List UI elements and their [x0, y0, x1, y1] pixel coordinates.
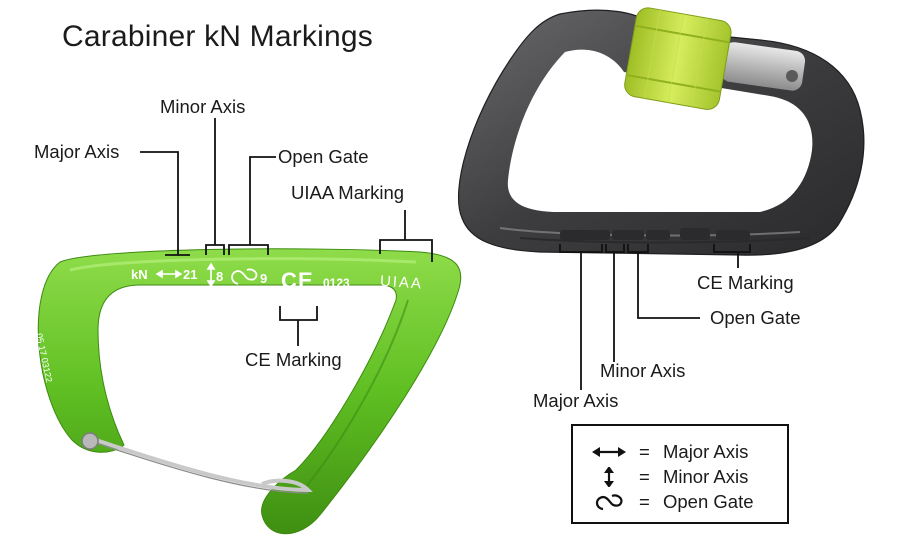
green-carabiner-highlight: [69, 257, 417, 272]
engraving-uiaa: UIAA: [379, 273, 423, 293]
legend-box: = Major Axis = Minor Axis = Open Gate: [571, 424, 789, 524]
gate-steel-tip: [720, 42, 806, 91]
callout-minor-axis-right: Minor Axis: [600, 360, 686, 381]
callout-open-gate-right: Open Gate: [710, 307, 801, 328]
engraving-ce-number: 0123: [323, 276, 350, 290]
uiaa-leader: [379, 239, 433, 262]
wire-gate: [95, 438, 313, 493]
open-gate-leader-left: [249, 156, 276, 245]
legend-equals: =: [639, 491, 650, 512]
green-carabiner-groove: [301, 299, 409, 493]
engraving-ce-mark: C: [281, 268, 297, 293]
engraving-minor-arrow-icon: [206, 262, 216, 288]
green-engraving: kN 21 8 9 C E 0123 UIAA 0: [34, 262, 424, 383]
engraving-major-value: 21: [183, 267, 197, 282]
dark-carabiner-groove: [519, 237, 811, 244]
minor-axis-leader-right: [605, 244, 625, 253]
callout-major-axis-left: Major Axis: [34, 141, 120, 162]
open-gate-icon: [595, 494, 623, 511]
double-arrow-vertical-icon: [604, 467, 614, 487]
page-title: Carabiner kN Markings: [62, 20, 373, 53]
dark-engraving: [560, 228, 750, 240]
callout-minor-axis-left: Minor Axis: [160, 96, 246, 117]
legend-equals: =: [639, 441, 650, 462]
legend-row-major: = Major Axis: [573, 440, 787, 464]
green-carabiner: kN 21 8 9 C E 0123 UIAA 0: [34, 118, 462, 535]
callout-ce-marking-left: CE Marking: [245, 349, 342, 370]
green-callout-lines: [140, 118, 433, 346]
legend-label-major: Major Axis: [663, 441, 749, 462]
ce-leader-right: [713, 244, 751, 253]
legend-label-gate: Open Gate: [663, 491, 754, 512]
major-axis-leader-left: [140, 151, 179, 255]
engraving-major-arrow-icon: [155, 269, 183, 279]
dark-carabiner-inner: [507, 49, 813, 212]
callout-open-gate-left: Open Gate: [278, 146, 369, 167]
engraving-kn: kN: [131, 267, 148, 282]
legend-label-minor: Minor Axis: [663, 466, 749, 487]
double-arrow-horizontal-icon: [592, 447, 626, 457]
legend-row-minor: = Minor Axis: [573, 465, 787, 489]
gate-steel-pin: [786, 70, 798, 82]
dark-callout-lines: [559, 244, 751, 390]
callout-uiaa-marking: UIAA Marking: [291, 182, 405, 203]
engraving-gate-icon: [231, 268, 258, 285]
engraving-gate-value: 9: [260, 271, 267, 286]
ce-leader-left: [279, 306, 318, 321]
locking-sleeve: [624, 7, 732, 110]
dark-carabiner: [457, 7, 865, 390]
legend-row-gate: = Open Gate: [573, 490, 787, 514]
wire-gate-shadow: [95, 442, 309, 494]
legend-equals: =: [639, 466, 650, 487]
engraving-ce-mark-e: E: [298, 268, 313, 293]
callout-major-axis-right: Major Axis: [533, 390, 619, 411]
engraving-minor-value: 8: [216, 269, 223, 284]
green-carabiner-body: [37, 248, 462, 535]
gate-rivet: [81, 432, 99, 450]
callout-ce-marking-right: CE Marking: [697, 272, 794, 293]
